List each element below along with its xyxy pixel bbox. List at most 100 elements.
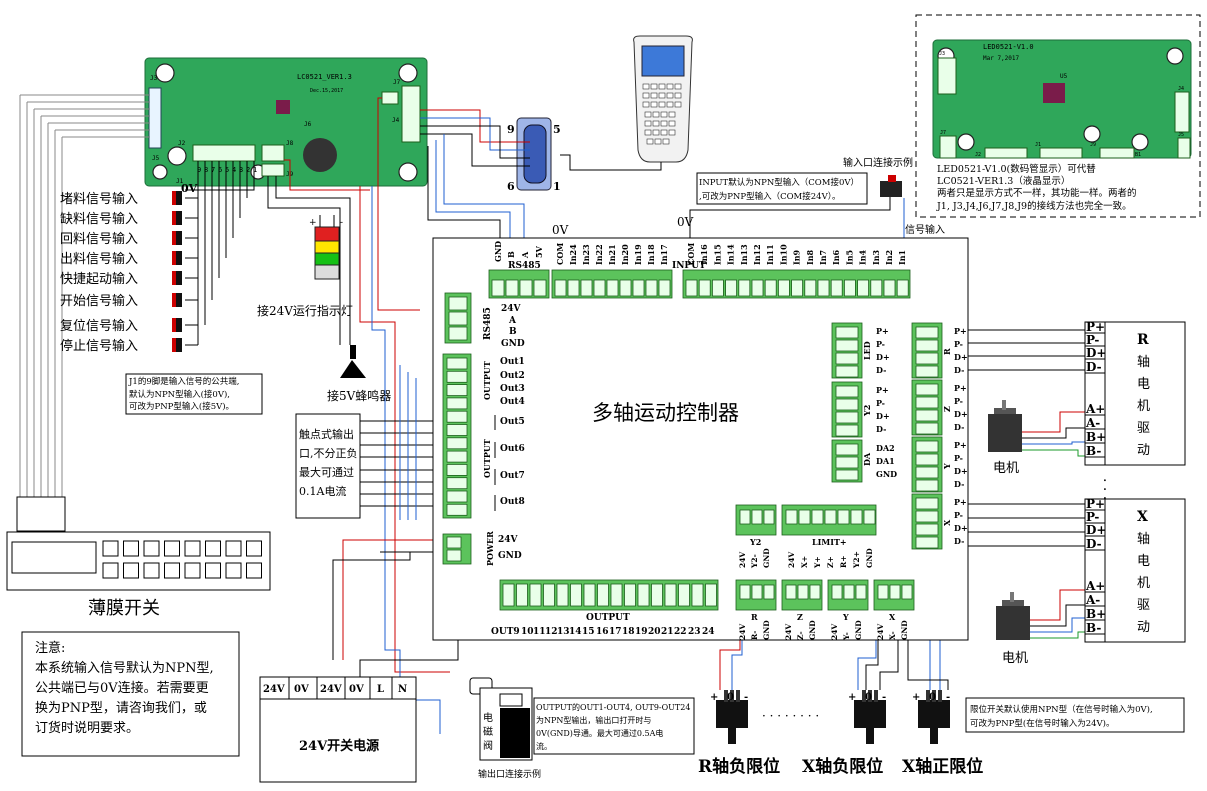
neg-limit-pin: R- — [750, 631, 759, 640]
lcd-board-j4: J4 — [1178, 86, 1184, 92]
driver-pin: D+ — [1086, 523, 1106, 537]
main-board-j8: J8 — [286, 140, 294, 147]
driver-pin: P+ — [1086, 320, 1105, 334]
membrane-keypad[interactable] — [6, 496, 271, 591]
neg-limit-terminal-3 — [873, 579, 915, 611]
input-switch — [172, 251, 182, 265]
valve-char-1: 电 — [483, 711, 493, 724]
driver-title-char: 机 — [1137, 576, 1150, 591]
da-label: DA — [862, 452, 872, 466]
keypad-key[interactable] — [225, 562, 242, 579]
driver-title-char: 轴 — [1137, 355, 1150, 370]
keypad-key[interactable] — [225, 540, 242, 557]
limit-plus-pin: Y2+ — [852, 551, 861, 569]
keypad-key[interactable] — [143, 540, 160, 557]
limit-plus-label: LIMIT+ — [812, 537, 847, 547]
driver-title-char: 动 — [1137, 443, 1150, 458]
input-top-pin: In20 — [620, 244, 630, 265]
da-terminal — [831, 439, 863, 483]
neg-limit-label: Y — [842, 612, 849, 622]
keypad-key[interactable] — [123, 562, 139, 579]
driver-title-char: X — [1137, 509, 1148, 525]
limit-switch-dots: · · · · · · · · — [762, 709, 819, 723]
keypad-key[interactable] — [143, 562, 160, 579]
input-top-pin: In22 — [594, 244, 604, 265]
keypad-key[interactable] — [164, 540, 180, 557]
output-out3: Out3 — [500, 384, 525, 394]
keypad-key[interactable] — [164, 562, 180, 579]
led-label: LED — [862, 341, 872, 360]
driver-title-char: 动 — [1137, 620, 1150, 635]
input-top2-pin: In5 — [844, 250, 854, 265]
output-bottom-pin: 13 — [557, 627, 570, 637]
da-pin-da2: DA2 — [876, 443, 895, 453]
input-top2-pin: In14 — [726, 244, 736, 265]
input-example-note-box — [696, 172, 868, 205]
lamp-minus: - — [340, 218, 343, 228]
da-pin-gnd: GND — [876, 469, 897, 479]
input-top2-pin: In7 — [818, 250, 828, 265]
input-switch — [172, 231, 182, 245]
output-note-box — [533, 697, 695, 755]
driver-r-box — [1084, 321, 1186, 466]
input-top2-pin: COM — [686, 243, 696, 265]
y2-limit-terminal — [735, 504, 777, 536]
driver-title-char: 驱 — [1137, 598, 1150, 613]
j1-pin-number: 6 — [218, 166, 222, 174]
motor-r — [988, 400, 1022, 452]
led-pin-pminus: P- — [876, 339, 885, 349]
keypad-key[interactable] — [123, 540, 139, 557]
rs485-left-gnd: GND — [501, 339, 525, 349]
driver-pin: D+ — [1086, 346, 1106, 360]
psu-terminal-label: N — [398, 684, 407, 695]
output-bottom-pin: 20 — [648, 627, 661, 637]
input-signal-label: 出料信号输入 — [60, 251, 138, 267]
axis-x-right-pin: D- — [954, 536, 964, 546]
limit-switch-sign: + — [710, 692, 718, 703]
input-signal-label: 回料信号输入 — [60, 231, 138, 247]
output-bottom-pin: 17 — [609, 627, 622, 637]
axis-x-right-pin: D+ — [954, 523, 968, 533]
relay-note-3: 最大可通过 — [299, 465, 354, 479]
lcd-board-j2: J2 — [975, 152, 981, 158]
keypad-key[interactable] — [246, 540, 262, 557]
db9-pin9: 9 — [507, 123, 515, 136]
neg-limit-pin: GND — [854, 620, 863, 640]
output-bottom-pin: OUT9 — [491, 627, 520, 637]
y2-pin-dplus: D+ — [876, 411, 890, 421]
rs485-top-5v: 5V — [534, 245, 544, 258]
input-top2-pin: In9 — [792, 249, 802, 265]
driver-pin: A+ — [1085, 402, 1105, 416]
driver-pin: P+ — [1086, 497, 1105, 511]
keypad-key[interactable] — [102, 562, 119, 579]
keypad-key[interactable] — [205, 562, 221, 579]
j1-pin-number: 8 — [204, 166, 208, 174]
neg-limit-pin: GND — [762, 620, 771, 640]
driver-pin: P- — [1086, 510, 1099, 524]
keypad-key[interactable] — [246, 562, 262, 579]
output-out8: Out8 — [500, 497, 525, 507]
valve-example-label: 输出口连接示例 — [478, 768, 541, 780]
keypad-key[interactable] — [184, 540, 201, 557]
rs485-top-a: A — [520, 251, 530, 259]
valve-char-3: 阀 — [483, 739, 493, 752]
driver-title-char: 驱 — [1137, 421, 1150, 436]
input-top2-pin: In13 — [739, 244, 749, 265]
y2-pin-y2minus: Y2- — [750, 554, 759, 569]
input-top2-pin: In1 — [897, 250, 907, 265]
output-bottom-terminal — [499, 579, 719, 611]
ov-label-2: 0V — [677, 215, 694, 229]
input-top2-pin: In4 — [858, 249, 868, 265]
keypad-key[interactable] — [184, 562, 201, 579]
keypad-key[interactable] — [205, 540, 221, 557]
rs485-top-gnd: GND — [493, 241, 503, 262]
output-left-label-1: OUTPUT — [482, 361, 492, 400]
input-signal-label: 缺料信号输入 — [60, 211, 138, 227]
input-top-pin: In24 — [568, 244, 578, 265]
ov-label-1: 0V — [552, 223, 569, 237]
neg-limit-pin: X- — [888, 631, 897, 640]
keypad-key[interactable] — [102, 540, 119, 557]
driver-pin: B- — [1086, 621, 1101, 635]
limit-switch-1 — [854, 690, 886, 744]
